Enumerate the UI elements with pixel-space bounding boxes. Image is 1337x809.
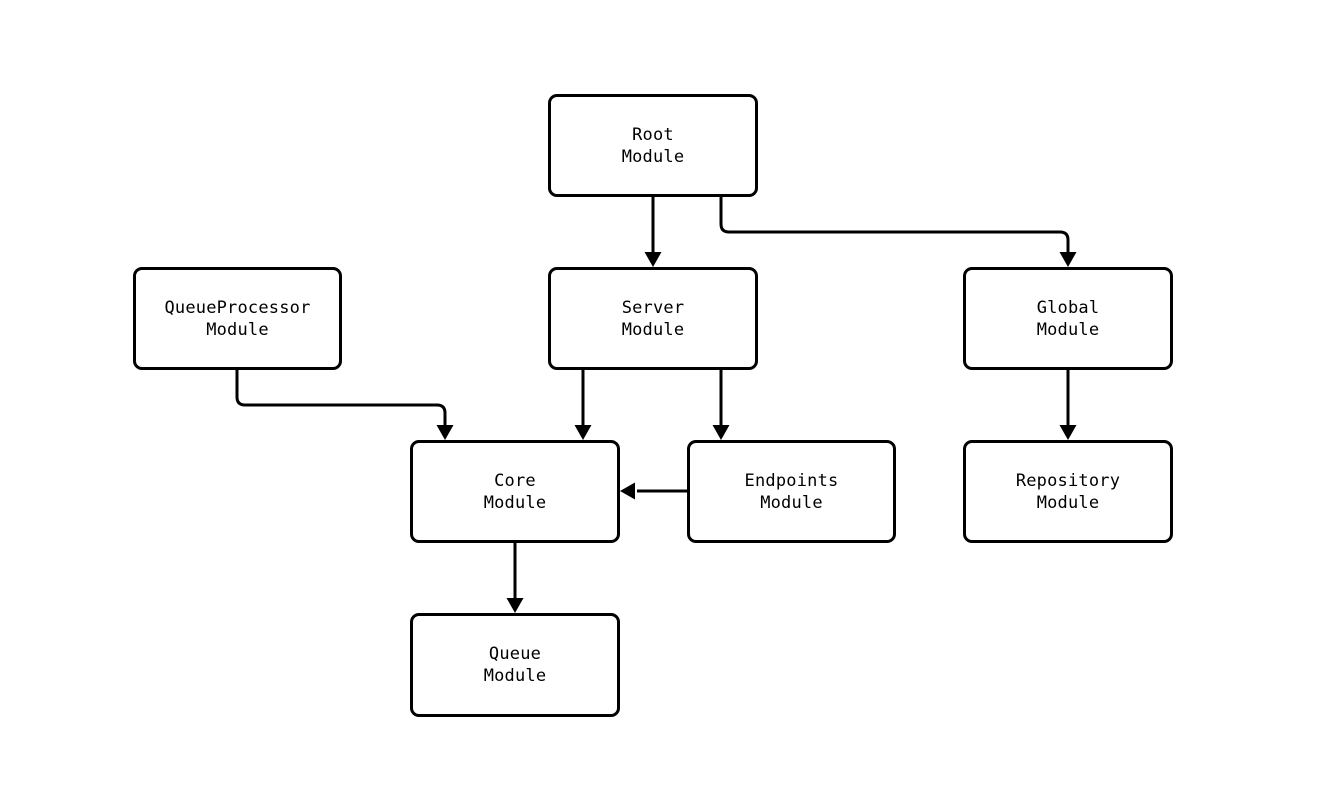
edge-global-to-repository [1059, 370, 1077, 440]
arrowhead [620, 482, 635, 500]
node-core-module-line1: Core [494, 470, 536, 491]
edge-core-to-queue [506, 543, 524, 613]
node-server-module-line1: Server [621, 297, 685, 318]
node-queueprocessor-module[interactable]: QueueProcessor Module [133, 267, 342, 370]
arrowhead [574, 425, 592, 440]
node-root-module-line1: Root [632, 124, 674, 145]
arrowhead [644, 252, 662, 267]
node-core-module-line2: Module [483, 492, 547, 513]
node-server-module[interactable]: Server Module [548, 267, 758, 370]
node-queueprocessor-module-line1: QueueProcessor [164, 297, 311, 318]
node-global-module-line2: Module [1036, 319, 1100, 340]
node-core-module[interactable]: Core Module [410, 440, 620, 543]
node-global-module-line1: Global [1036, 297, 1100, 318]
arrowhead [1059, 425, 1077, 440]
node-queue-module-line2: Module [483, 666, 547, 686]
node-endpoints-module-line1: Endpoints [744, 470, 839, 491]
edge-queueprocessor-to-core [235, 370, 454, 440]
node-repository-module-line1: Repository [1015, 470, 1121, 491]
arrowhead [712, 425, 730, 440]
node-root-module[interactable]: Root Module [548, 94, 758, 197]
node-queueprocessor-module-line2: Module [206, 319, 269, 340]
arrowhead [436, 425, 454, 440]
arrowhead [1059, 252, 1077, 267]
node-repository-module-line2: Module [1036, 492, 1100, 513]
node-queue-module-line1: Queue [488, 644, 542, 664]
node-global-module[interactable]: Global Module [963, 267, 1173, 370]
edge-endpoints-to-core [620, 482, 687, 500]
node-endpoints-module[interactable]: Endpoints Module [687, 440, 896, 543]
edge-root-to-global [719, 197, 1077, 267]
node-root-module-line2: Module [621, 146, 685, 167]
arrowhead [506, 598, 524, 613]
node-queue-module[interactable]: Queue Module [410, 613, 620, 717]
edge-root-to-server [644, 197, 662, 267]
node-server-module-line2: Module [621, 319, 685, 340]
edge-server-to-core [574, 370, 592, 440]
node-repository-module[interactable]: Repository Module [963, 440, 1173, 543]
node-endpoints-module-line2: Module [760, 492, 823, 513]
edge-server-to-endpoints [712, 370, 730, 440]
